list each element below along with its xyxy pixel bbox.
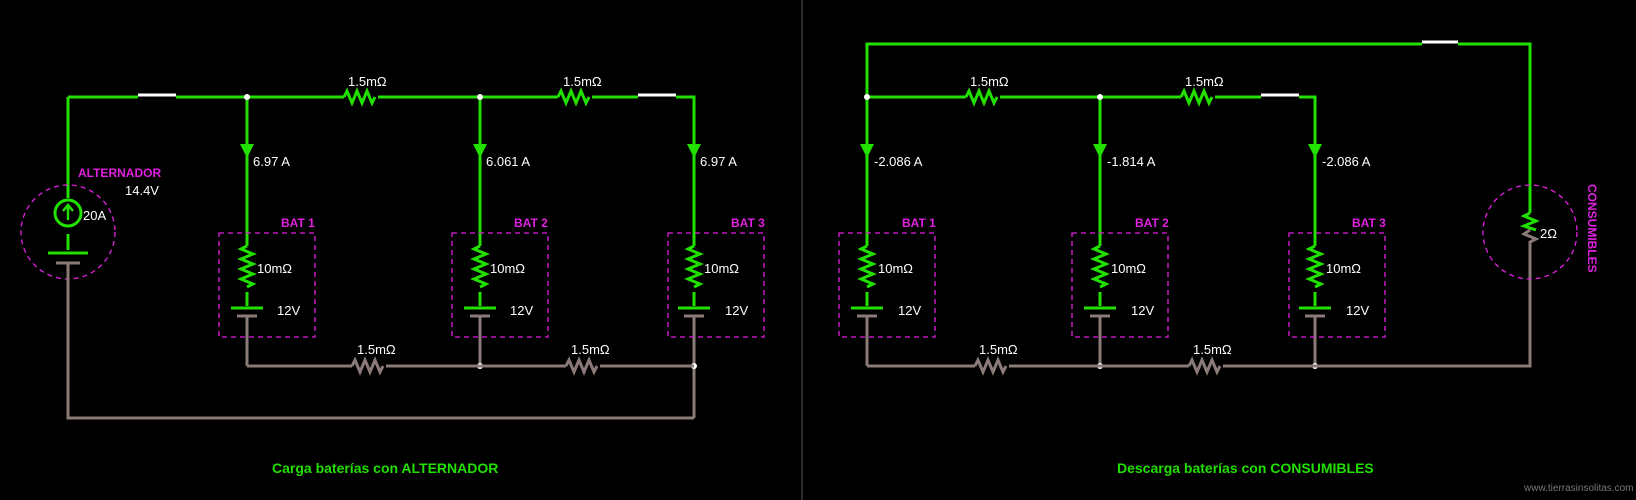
bat-volt-1: 12V [277,303,300,318]
left-current-2: 6.061 A [486,154,530,169]
right-circuit: 1.5mΩ 1.5mΩ 1.5mΩ 1.5mΩ -2.086 A -1.814 … [838,40,1599,476]
right-bottom-resistor-2 [1187,356,1222,376]
r-bat-volt-3: 12V [1346,303,1369,318]
r-bat-name-1: BAT 1 [902,216,936,230]
bat-res-2: 10mΩ [490,261,525,276]
left-top-res-label-2: 1.5mΩ [563,74,602,89]
alternator-label: ALTERNADOR [78,166,161,180]
right-outer-wire [865,42,1532,213]
right-top-resistor-1 [964,87,999,107]
alternator-current: 20A [83,208,106,223]
bat-box-3 [667,232,765,338]
current-source-icon [53,198,83,228]
left-bottom-res-label-2: 1.5mΩ [571,342,610,357]
left-branch-3 [678,97,710,418]
left-bottom-res-label-1: 1.5mΩ [357,342,396,357]
left-top-resistor-2 [556,87,591,107]
right-top-bus [867,95,1317,215]
bat-name-1: BAT 1 [281,216,315,230]
right-top-res-label-1: 1.5mΩ [970,74,1009,89]
r-bat-res-3: 10mΩ [1326,261,1361,276]
r-bat-box-1 [838,232,936,338]
left-top-resistor-1 [342,87,377,107]
right-branch-2 [1084,94,1116,369]
current-arrow-icon [860,144,874,158]
right-top-resistor-2 [1179,87,1214,107]
left-current-3: 6.97 A [700,154,737,169]
watermark: www.tierrasinsolitas.com [1523,483,1633,494]
current-arrow-icon [240,144,254,158]
right-current-3: -2.086 A [1322,154,1371,169]
left-top-bus [68,95,696,215]
right-bottom-res-label-1: 1.5mΩ [979,342,1018,357]
right-load-return [1315,228,1540,368]
arrow-up-icon [62,203,74,220]
left-branch-1 [231,94,263,366]
bat-name-2: BAT 2 [514,216,548,230]
left-circuit: 1.5mΩ 1.5mΩ 1.5mΩ 1.5mΩ 6.97 A 6.061 A 6… [20,74,765,476]
left-return-wire [66,263,694,420]
left-caption: Carga baterías con ALTERNADOR [272,460,498,476]
right-branch-1 [851,94,883,366]
bat-name-3: BAT 3 [731,216,765,230]
bat-res-3: 10mΩ [704,261,739,276]
bat-volt-3: 12V [725,303,748,318]
r-bat-volt-2: 12V [1131,303,1154,318]
r-bat-box-2 [1071,232,1169,338]
consumer-boundary [1482,184,1578,280]
left-top-res-label-1: 1.5mΩ [348,74,387,89]
right-caption: Descarga baterías con CONSUMIBLES [1117,460,1374,476]
left-bottom-resistor-2 [564,356,599,376]
consumer-label: CONSUMIBLES [1585,184,1599,273]
bat-res-1: 10mΩ [257,261,292,276]
current-arrow-icon [473,144,487,158]
right-bottom-res-label-2: 1.5mΩ [1193,342,1232,357]
load-resistor-top [1519,211,1540,232]
alternator-voltage: 14.4V [125,183,159,198]
current-arrow-icon [687,144,701,158]
r-bat-box-3 [1288,232,1386,338]
right-current-1: -2.086 A [874,154,923,169]
current-arrow-icon [1093,144,1107,158]
left-bottom-resistor-1 [350,356,385,376]
r-bat-res-1: 10mΩ [878,261,913,276]
current-arrow-icon [1308,144,1322,158]
r-bat-res-2: 10mΩ [1111,261,1146,276]
right-bottom-resistor-1 [973,356,1008,376]
r-bat-name-3: BAT 3 [1352,216,1386,230]
bat-box-2 [451,232,549,338]
r-bat-volt-1: 12V [898,303,921,318]
r-bat-name-2: BAT 2 [1135,216,1169,230]
left-current-1: 6.97 A [253,154,290,169]
left-branch-2 [464,94,496,369]
bat-volt-2: 12V [510,303,533,318]
load-resistance: 2Ω [1540,226,1557,241]
right-current-2: -1.814 A [1107,154,1156,169]
right-top-res-label-2: 1.5mΩ [1185,74,1224,89]
bat-box-1 [218,232,316,338]
